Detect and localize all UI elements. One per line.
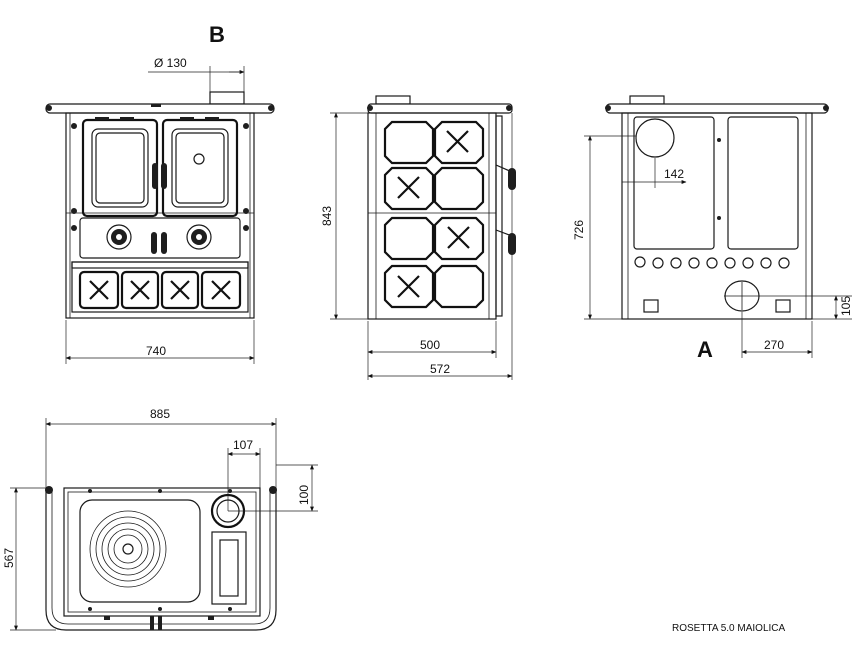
door-handle-left bbox=[152, 163, 158, 189]
top-cooktop bbox=[63, 487, 261, 617]
top-flue-x-label: 107 bbox=[233, 438, 253, 452]
side-height-label: 843 bbox=[320, 206, 334, 226]
front-view-letter: B bbox=[209, 22, 225, 47]
top-depth-label: 567 bbox=[2, 548, 16, 568]
air-regulator-left-icon bbox=[106, 224, 132, 250]
stove-body bbox=[65, 112, 255, 319]
rear-inlet-offset-label: 270 bbox=[764, 338, 784, 352]
rear-flue bbox=[629, 95, 665, 105]
flue-pipe bbox=[209, 91, 245, 105]
air-regulator-right-icon bbox=[186, 224, 212, 250]
top-view: 885 567 107 100 bbox=[2, 407, 318, 631]
front-tiles bbox=[78, 270, 242, 310]
side-overall-depth-label: 572 bbox=[430, 362, 450, 376]
top-flue-y-label: 100 bbox=[297, 485, 311, 505]
side-cooktop bbox=[367, 103, 513, 114]
rear-flue-offset-label: 142 bbox=[664, 167, 684, 181]
rear-cooktop bbox=[605, 103, 829, 114]
model-caption: ROSETTA 5.0 MAIOLICA bbox=[672, 623, 786, 634]
side-body-depth-label: 500 bbox=[420, 338, 440, 352]
rear-inlet-height-label: 105 bbox=[839, 296, 852, 316]
left-oven-door bbox=[81, 118, 159, 218]
rear-body bbox=[621, 112, 813, 320]
rear-height-label: 726 bbox=[572, 220, 586, 240]
tile-band bbox=[71, 261, 249, 313]
thermometer-icon bbox=[193, 153, 205, 165]
front-view: B Ø 130 bbox=[45, 22, 275, 364]
top-overall-width-label: 885 bbox=[150, 407, 170, 421]
rear-vents bbox=[634, 256, 790, 269]
front-width-label: 740 bbox=[146, 344, 166, 358]
hotplate bbox=[79, 499, 201, 603]
right-oven-door bbox=[161, 118, 239, 218]
side-view: 843 500 572 bbox=[320, 95, 516, 380]
side-tiles bbox=[383, 120, 485, 309]
flue-diameter-label: Ø 130 bbox=[154, 56, 187, 70]
rear-flue-outlet-icon bbox=[635, 118, 675, 158]
rear-view-letter: A bbox=[697, 337, 713, 362]
door-handle-right bbox=[161, 163, 167, 189]
side-flue bbox=[375, 95, 411, 105]
rear-view: 142 726 105 270 A bbox=[572, 95, 852, 362]
